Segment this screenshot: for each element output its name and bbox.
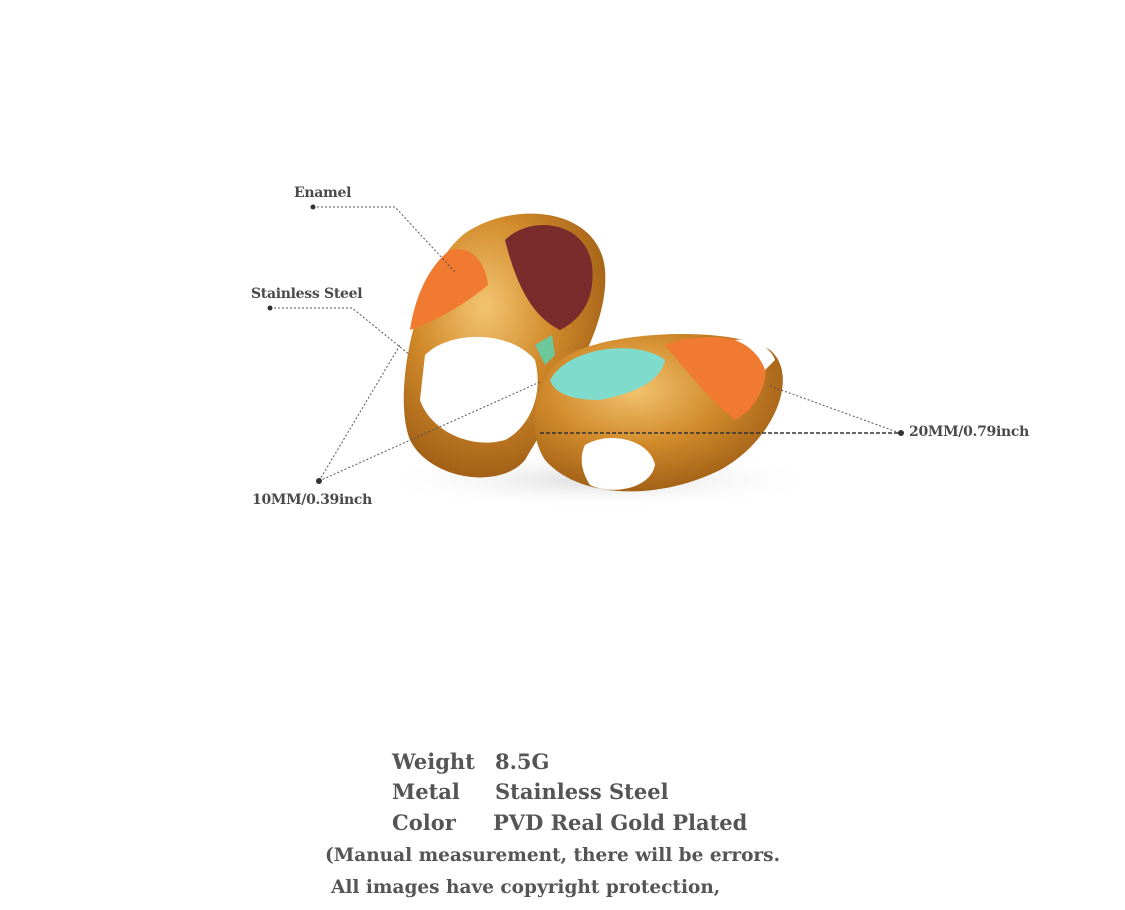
callout-length: 20MM/0.79inch <box>909 424 1029 440</box>
callout-width: 10MM/0.39inch <box>252 492 372 508</box>
spec-label-metal: Metal <box>392 779 460 804</box>
callout-lines <box>270 206 901 482</box>
spec-label-weight: Weight <box>392 749 475 774</box>
spec-value-weight: 8.5G <box>495 749 550 774</box>
spec-label-color: Color <box>392 810 456 835</box>
right-earring <box>534 333 783 492</box>
note-copyright: All images have copyright protection, <box>331 877 721 898</box>
note-measurement: (Manual measurement, there will be error… <box>325 845 781 866</box>
callout-stainless-steel: Stainless Steel <box>251 286 363 302</box>
callout-dots <box>267 204 904 484</box>
left-earring <box>403 213 606 478</box>
callout-enamel: Enamel <box>294 185 352 201</box>
spec-value-color: PVD Real Gold Plated <box>493 810 748 835</box>
spec-value-metal: Stainless Steel <box>495 779 669 804</box>
